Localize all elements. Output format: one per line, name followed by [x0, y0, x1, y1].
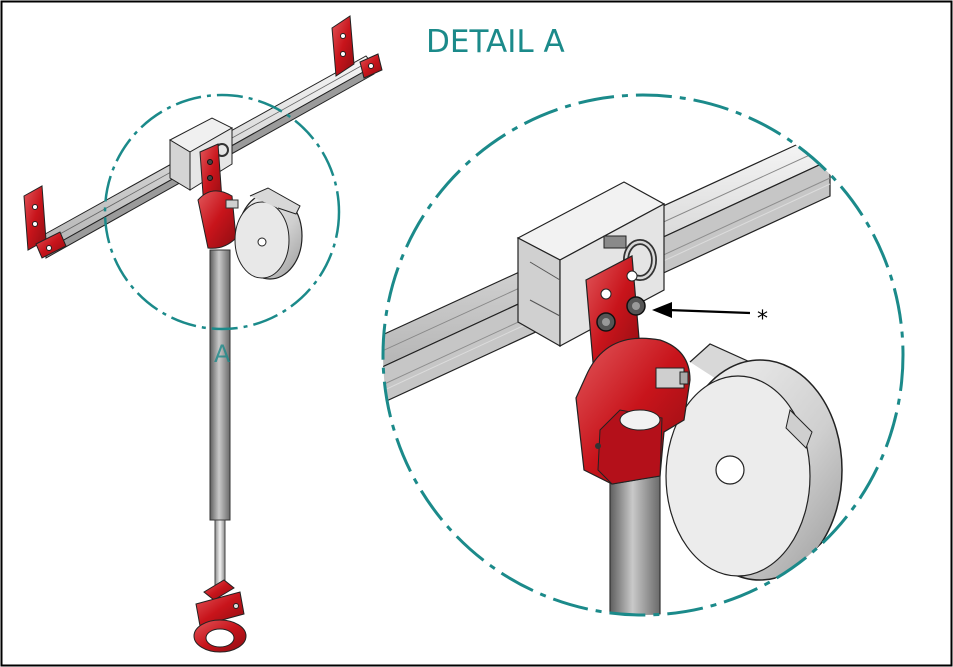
callout-marker: * [757, 307, 768, 332]
end-bracket-left [23, 185, 67, 259]
end-bracket-right [331, 15, 383, 79]
detail-title: DETAIL A [426, 24, 565, 60]
detail-callout-circle [103, 93, 341, 331]
clevis-bracket-large [575, 337, 691, 485]
balancer-disc-large [665, 343, 843, 581]
detail-circle [381, 93, 905, 617]
view-letter: A [214, 340, 231, 368]
suspension-rod-small [209, 249, 231, 589]
detail-view [383, 133, 843, 615]
pipe-clamp-small [193, 579, 247, 653]
full-assembly-view: A [23, 15, 383, 653]
callout-arrow [652, 302, 751, 318]
clevis-bracket-small [197, 143, 239, 249]
balancer-disc-small [234, 187, 303, 280]
